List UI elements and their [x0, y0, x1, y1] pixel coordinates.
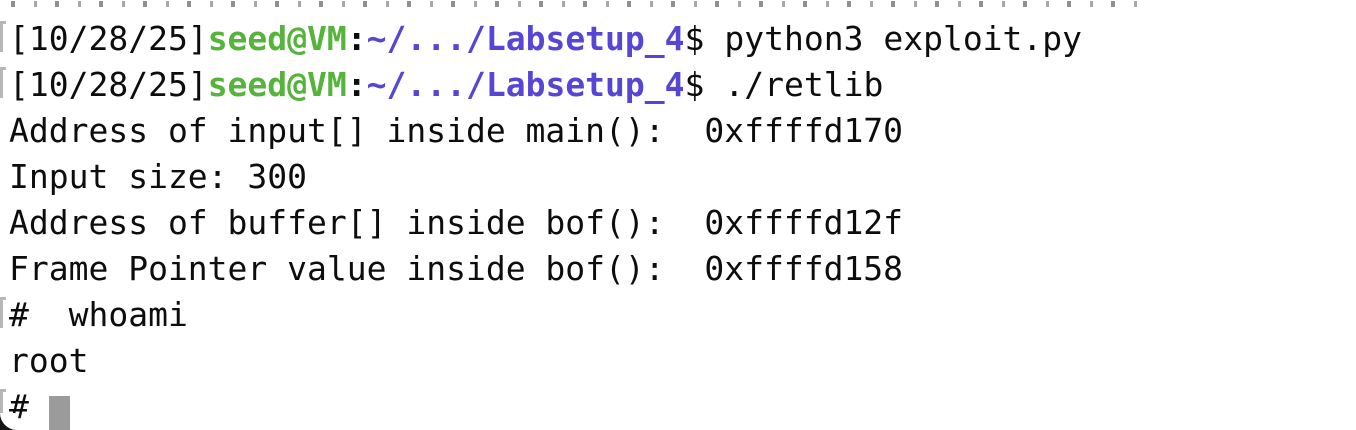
- prompt-user-host: seed@VM: [207, 65, 347, 104]
- root-prompt-line: #: [0, 384, 1356, 430]
- root-command-whoami: # whoami: [0, 292, 1356, 338]
- output-address-buffer: Address of buffer[] inside bof(): 0xffff…: [9, 203, 904, 242]
- output-root: root: [9, 341, 89, 380]
- prompt-path: ~/.../Labsetup_4: [366, 65, 685, 104]
- output-frame-pointer: Frame Pointer value inside bof(): 0xffff…: [9, 249, 904, 288]
- clipped-text-fragments: [11, 1, 1139, 7]
- prompt-date-real: [10/28/25]: [9, 19, 208, 58]
- terminal-cursor[interactable]: [48, 396, 70, 430]
- prompt-dollar: $: [684, 65, 705, 104]
- prompt-dollar: $: [684, 19, 705, 58]
- prompt-line-exploit: [10/28/25]seed@VM:~/.../Labsetup_4$ pytho…: [0, 16, 1356, 62]
- command-exploit: python3 exploit.py: [724, 19, 1083, 58]
- prompt-separator: :: [346, 19, 367, 58]
- output-address-input: Address of input[] inside main(): 0xffff…: [9, 111, 904, 150]
- prompt-user-host: seed@VM: [207, 19, 347, 58]
- clipped-previous-line: [9, 0, 1356, 16]
- window-rounded-corner: [0, 413, 17, 430]
- command-retlib: ./retlib: [724, 65, 884, 104]
- output-input-size: Input size: 300: [9, 157, 308, 196]
- prompt-separator: :: [346, 65, 367, 104]
- prompt-path: ~/.../Labsetup_4: [366, 19, 685, 58]
- prompt-line-retlib: [10/28/25]seed@VM:~/.../Labsetup_4$ ./ret…: [0, 62, 1356, 108]
- prompt-date: [10/28/25]: [9, 65, 208, 104]
